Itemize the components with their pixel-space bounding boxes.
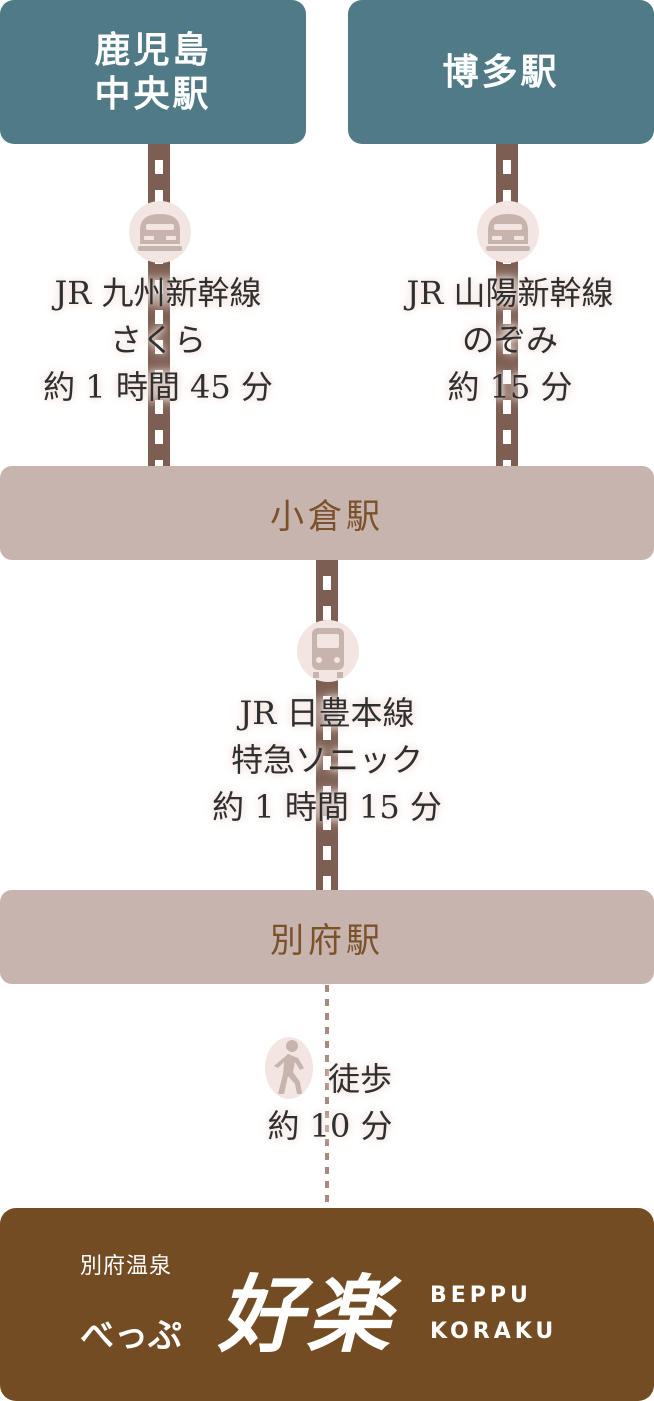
beppu-kana: べっぷ: [80, 1316, 182, 1356]
station-name-line2: 中央駅: [94, 73, 212, 115]
route-duration: 約 1 時間 15 分: [212, 788, 442, 826]
train-icon: [297, 618, 359, 688]
station-kokura: 小倉駅: [0, 466, 654, 560]
walking-person-icon: [264, 1036, 314, 1104]
route-train-name: さくら: [109, 321, 206, 359]
onsen-label: 別府温泉: [80, 1254, 173, 1279]
route-kyushu-shinkansen: JR 九州新幹線 さくら 約 1 時間 45 分: [0, 270, 316, 411]
route-line-name: JR 九州新幹線: [54, 274, 262, 312]
shinkansen-icon: [128, 200, 192, 268]
station-name: 別府駅: [270, 920, 384, 961]
station-name: 博多駅: [442, 51, 560, 93]
route-mode: 徒歩: [327, 1060, 392, 1098]
walking-path: [325, 985, 329, 1207]
english-name-line1: BEPPU: [430, 1283, 532, 1308]
destination-beppu-koraku: 別府温泉 べっぷ 好楽 BEPPU KORAKU: [0, 1208, 654, 1401]
station-name: 小倉駅: [270, 496, 384, 537]
route-nippo-main-line: JR 日豊本線 特急ソニック 約 1 時間 15 分: [157, 690, 497, 831]
route-duration: 約 10 分: [267, 1107, 393, 1145]
station-name-line1: 鹿児島: [94, 29, 212, 71]
english-name: BEPPU KORAKU: [430, 1278, 557, 1350]
route-walk: 徒歩 約 10 分: [240, 1056, 420, 1150]
route-train-name: 特急ソニック: [230, 741, 423, 779]
station-beppu: 別府駅: [0, 890, 654, 984]
station-hakata: 博多駅: [348, 0, 654, 144]
route-line-name: JR 日豊本線: [239, 694, 415, 732]
route-train-name: のぞみ: [461, 321, 558, 359]
route-duration: 約 1 時間 45 分: [43, 368, 273, 406]
english-name-line2: KORAKU: [430, 1319, 558, 1344]
route-sanyo-shinkansen: JR 山陽新幹線 のぞみ 約 15 分: [352, 270, 654, 411]
shinkansen-icon: [476, 200, 540, 268]
station-kagoshima-chuo: 鹿児島 中央駅: [0, 0, 306, 144]
koraku-logo: 好楽: [218, 1265, 395, 1364]
route-duration: 約 15 分: [447, 368, 573, 406]
route-line-name: JR 山陽新幹線: [406, 274, 614, 312]
